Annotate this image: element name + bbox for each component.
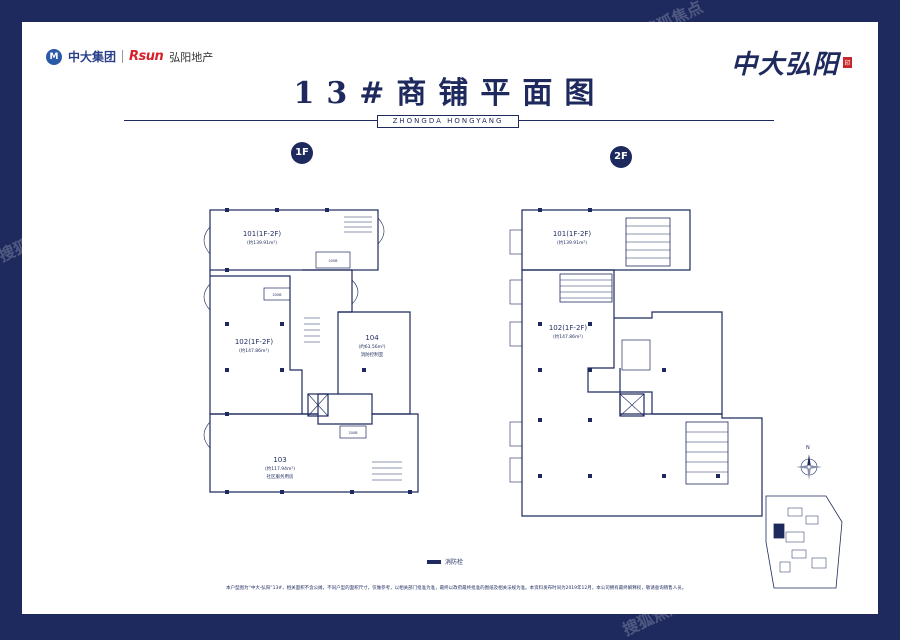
stair-2f-a-treads: [560, 279, 612, 299]
unit-103-1f-note: 社区服务用房: [267, 473, 294, 480]
door-swing-1f-d: [377, 217, 385, 245]
unit-101-2f-name: 101(1F-2F): [553, 230, 592, 238]
floor-badge-1f: 1F: [291, 142, 313, 164]
unit-104-1f-room: [338, 311, 411, 415]
stair-2f-c-treads: [686, 431, 728, 473]
unit-101-1f-name: 101(1F-2F): [243, 230, 282, 238]
zhongda-logo-icon: M: [46, 48, 62, 65]
ac-box-1f-b: [263, 287, 291, 301]
project-brand: 中大弘阳 印: [731, 44, 852, 81]
stair-1f-a: [344, 216, 372, 233]
balcony-2f-e: [509, 457, 523, 483]
unit-101-1f-area: (约139.91m²): [247, 239, 277, 246]
legend: 消防栓: [427, 557, 463, 566]
hydrant-legend-icon: [427, 559, 441, 564]
seal-icon: 印: [843, 57, 852, 68]
plan-2f: [509, 209, 763, 517]
unit-102-2f-room: [521, 269, 763, 517]
stair-2f-d: [621, 339, 651, 371]
unit-102-2f-area: (约147.86m²): [553, 333, 583, 340]
plan-1f: [203, 209, 419, 493]
rsun-logo-text: Rsun: [129, 49, 164, 64]
balcony-2f-d: [509, 421, 523, 447]
developer-logos: M 中大集团 Rsun 弘阳地产: [46, 48, 213, 65]
compass-north-label: N: [806, 445, 810, 451]
compass-icon: [796, 454, 822, 480]
unit-104-1f-note: 消防控制室: [361, 351, 384, 358]
unit-101-2f-room: [521, 209, 691, 271]
page-title: 13#商铺平面图: [293, 76, 607, 111]
door-swing-1f-b: [203, 283, 211, 311]
page-subtitle: ZHONGDA HONGYANG: [377, 115, 519, 128]
unit-103-1f-name: 103: [273, 456, 286, 464]
core-1f: [302, 269, 353, 415]
project-brand-text: 中大弘阳: [730, 50, 839, 80]
ac-box-1f-c: [339, 425, 367, 439]
door-swing-1f-e: [351, 279, 359, 305]
unit-102-1f-name: 102(1F-2F): [235, 338, 274, 346]
void-2f: [614, 311, 723, 415]
floor-badge-2f: 2F: [610, 146, 632, 168]
stair-2f-a: [559, 273, 613, 303]
elevator-2f: [619, 393, 645, 417]
unit-102-1f-area: (约147.86m²): [239, 347, 269, 354]
site-key-map: [765, 495, 843, 589]
unit-101-1f-room: [209, 209, 379, 271]
elevator-2f-cross: [619, 393, 645, 417]
stair-2f-b-treads: [626, 225, 670, 259]
ac-label-1f-b: 200B: [272, 293, 282, 297]
ac-box-1f-a: [315, 251, 351, 269]
balcony-2f-a: [509, 229, 523, 255]
compass: N: [794, 445, 824, 486]
ac-label-1f-c: 200B: [348, 431, 358, 435]
unit-102-2f-name: 102(1F-2F): [549, 324, 588, 332]
elevator-1f: [307, 393, 329, 417]
floor-plans: 101(1F-2F) (约139.91m²) 102(1F-2F) (约147.…: [203, 208, 843, 589]
hydrant-marks: [225, 208, 720, 494]
zhongda-logo-text: 中大集团: [68, 50, 117, 64]
elevator-1f-cross: [307, 393, 329, 417]
logo-divider: [122, 50, 124, 63]
unit-103-1f-area: (约117.94m²): [265, 465, 295, 472]
unit-103-1f-room: [209, 413, 419, 493]
legend-label: 消防栓: [445, 559, 464, 566]
unit-101-2f-area: (约139.91m²): [557, 239, 587, 246]
ac-label-1f-a: 200B: [328, 259, 338, 263]
door-swing-1f-a: [203, 226, 211, 255]
unit-104-1f-area: (约63.56m²): [358, 343, 385, 350]
unit-104-1f-name: 104: [365, 334, 379, 342]
balcony-2f-b: [509, 279, 523, 305]
rsun-logo-cn: 弘阳地产: [169, 50, 214, 64]
plan-sheet: M 中大集团 Rsun 弘阳地产 中大弘阳 印 13#商铺平面图 ZHONGDA…: [22, 22, 878, 614]
balcony-2f-c: [509, 321, 523, 347]
stair-2f-c: [685, 421, 729, 485]
stair-1f-b: [304, 317, 320, 343]
door-swing-1f-c: [203, 421, 211, 449]
disclaimer-note: 本户型图为“中大·弘阳”13#，相关面积不含公摊，不同户型的面积尺寸，仅做参考，…: [226, 586, 687, 591]
stair-1f-c: [372, 461, 402, 481]
